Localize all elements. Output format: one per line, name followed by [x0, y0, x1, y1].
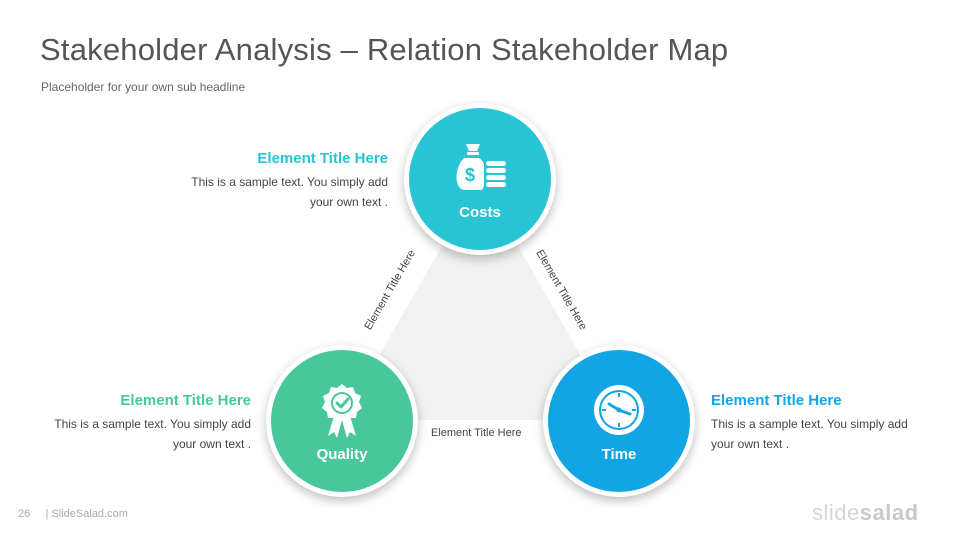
- svg-text:$: $: [465, 165, 475, 185]
- money-bag-icon: $: [456, 143, 506, 190]
- edge-label-bottom: Element Title Here: [431, 427, 522, 439]
- clock-icon: [594, 384, 644, 435]
- node-quality[interactable]: Quality: [266, 345, 418, 497]
- node-time-label: Time: [601, 445, 637, 463]
- node-costs-label: Costs: [459, 203, 501, 221]
- time-block-body: This is a sample text. You simply add yo…: [711, 417, 908, 451]
- footer: 26 | SlideSalad.com: [18, 508, 128, 520]
- triangle-fill: [342, 180, 618, 420]
- quality-block-body: This is a sample text. You simply add yo…: [54, 417, 251, 451]
- page-number: 26: [18, 508, 31, 520]
- node-quality-label: Quality: [316, 445, 368, 463]
- costs-block-body: This is a sample text. You simply add yo…: [191, 175, 388, 209]
- brand-logo: slidesalad: [812, 500, 919, 526]
- time-block-title: Element Title Here: [711, 392, 842, 409]
- node-time-fill: Time: [548, 350, 690, 492]
- node-costs-fill: $ Costs: [409, 108, 551, 250]
- brand-light: slide: [812, 500, 860, 525]
- costs-block-title: Element Title Here: [257, 150, 388, 167]
- page-title: Stakeholder Analysis – Relation Stakehol…: [40, 32, 729, 67]
- costs-text-block: Element Title Here This is a sample text…: [178, 150, 388, 212]
- award-badge-icon: [322, 383, 362, 438]
- quality-text-block: Element Title Here This is a sample text…: [41, 392, 251, 454]
- node-costs[interactable]: $ Costs: [404, 103, 556, 255]
- brand-bold: salad: [859, 500, 919, 525]
- footer-source: | SlideSalad.com: [45, 508, 128, 520]
- quality-block-title: Element Title Here: [120, 392, 251, 409]
- node-time[interactable]: Time: [543, 345, 695, 497]
- node-quality-fill: Quality: [271, 350, 413, 492]
- time-text-block: Element Title Here This is a sample text…: [711, 392, 921, 454]
- page-subtitle: Placeholder for your own sub headline: [41, 80, 246, 94]
